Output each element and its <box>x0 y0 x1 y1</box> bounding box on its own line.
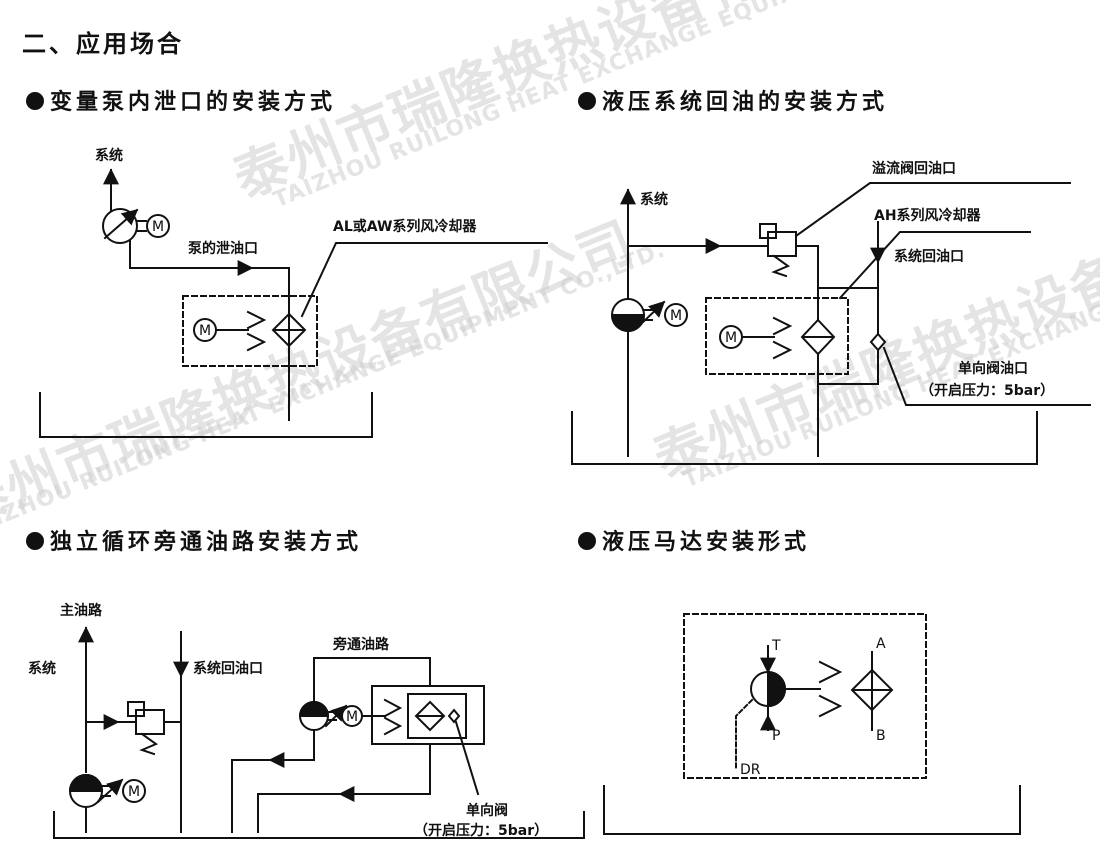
s2-cooler-label: AH系列风冷却器 <box>874 208 981 224</box>
section-1-schematic <box>39 168 548 438</box>
fan-blade-icon <box>246 310 267 330</box>
s1-cooler-label: AL或AW系列风冷却器 <box>333 219 477 235</box>
relief-return-line <box>795 245 819 457</box>
s3-check-valve-label: 单向阀 <box>466 803 508 819</box>
cooler-box <box>182 295 318 367</box>
section-3-heading-text: 独立循环旁通油路安装方式 <box>50 530 363 555</box>
s2-system-label: 系统 <box>640 192 668 208</box>
relief-leader-line <box>794 182 1071 238</box>
drain-line <box>735 698 754 771</box>
s2-relief-return-label: 溢流阀回油口 <box>872 161 956 177</box>
fan-blade-icon <box>772 316 793 336</box>
fan-blade-icon <box>383 716 403 736</box>
s3-bypass-label: 旁通油路 <box>333 637 389 653</box>
motor-letter: M <box>725 330 737 346</box>
variable-arrow-icon <box>103 208 139 240</box>
bullet-icon <box>578 532 596 550</box>
section-2-heading-text: 液压系统回油的安装方式 <box>602 90 889 115</box>
check-valve-icon <box>447 708 461 724</box>
s4-port-t: T <box>772 638 781 654</box>
fan-blade-icon <box>772 340 793 360</box>
section-3-schematic <box>53 626 585 839</box>
section-4-heading-text: 液压马达安装形式 <box>602 530 811 555</box>
s2-check-valve-label: 单向阀油口 <box>958 361 1028 377</box>
motor-box <box>683 613 927 779</box>
motor-letter: M <box>199 323 211 339</box>
cooler-leader-line <box>300 242 548 318</box>
section-4-schematic <box>603 613 1021 835</box>
bypass-line <box>313 657 431 703</box>
fan-blade-icon <box>818 694 843 718</box>
motor-letter: M <box>128 784 140 800</box>
s1-pump-drain-label: 泵的泄油口 <box>188 241 258 257</box>
section-4-heading: 液压马达安装形式 <box>578 524 810 556</box>
tank-outline <box>571 411 1038 465</box>
s2-check-pressure-label: （开启压力：5bar） <box>920 383 1055 399</box>
fan-blade-icon <box>818 660 843 684</box>
s1-system-label: 系统 <box>95 148 123 164</box>
section-1-heading-text: 变量泵内泄口的安装方式 <box>50 90 337 115</box>
relief-valve-icon <box>135 709 165 735</box>
cooler-core <box>407 693 467 739</box>
fan-blade-icon <box>383 698 403 718</box>
s3-system-return-label: 系统回油口 <box>193 661 263 677</box>
s2-system-return-label: 系统回油口 <box>894 249 964 265</box>
check-leader-line <box>882 346 1091 406</box>
tank-outline <box>39 392 373 438</box>
s4-port-b: B <box>876 728 886 744</box>
s3-check-pressure-label: （开启压力：5bar） <box>414 823 549 839</box>
section-2-schematic <box>571 182 1091 465</box>
fan-blade-icon <box>246 332 267 352</box>
cooler-box <box>705 297 849 375</box>
tank-outline <box>53 811 585 839</box>
suction-line <box>231 729 315 833</box>
tank-outline <box>603 785 1021 835</box>
section-3-heading: 独立循环旁通油路安装方式 <box>26 524 362 556</box>
s3-system-label: 系统 <box>28 661 56 677</box>
motor-icon <box>664 303 688 327</box>
bullet-icon <box>26 92 44 110</box>
motor-icon <box>122 779 146 803</box>
cooler-return-line <box>257 743 431 833</box>
bullet-icon <box>578 92 596 110</box>
motor-letter: M <box>152 219 164 235</box>
cooler-leader-line <box>838 231 1031 300</box>
section-1-heading: 变量泵内泄口的安装方式 <box>26 84 336 116</box>
s4-port-dr: DR <box>740 762 761 778</box>
bullet-icon <box>26 532 44 550</box>
check-valve-icon <box>869 332 887 352</box>
motor-icon <box>146 214 170 238</box>
s3-main-line-label: 主油路 <box>60 603 102 619</box>
relief-valve-icon <box>767 231 797 257</box>
s4-port-a: A <box>876 636 886 652</box>
motor-letter: M <box>346 709 358 725</box>
page-title: 二、应用场合 <box>22 30 184 58</box>
motor-letter: M <box>670 308 682 324</box>
s4-port-p: P <box>772 728 781 744</box>
section-2-heading: 液压系统回油的安装方式 <box>578 84 888 116</box>
